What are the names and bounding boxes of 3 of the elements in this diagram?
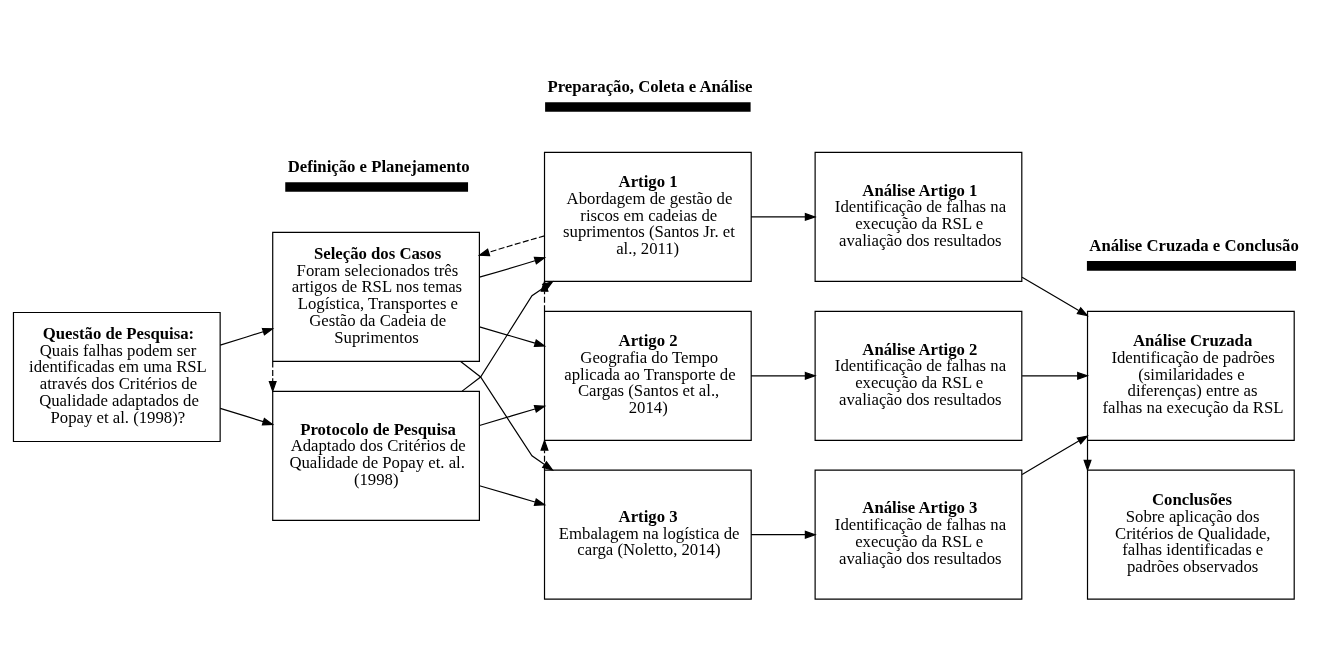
label: Definição e Planejamento (287, 156, 470, 176)
label: Preparação, Coleta e Análise (547, 76, 753, 96)
label: Análise Cruzada e Conclusão (1089, 235, 1299, 255)
